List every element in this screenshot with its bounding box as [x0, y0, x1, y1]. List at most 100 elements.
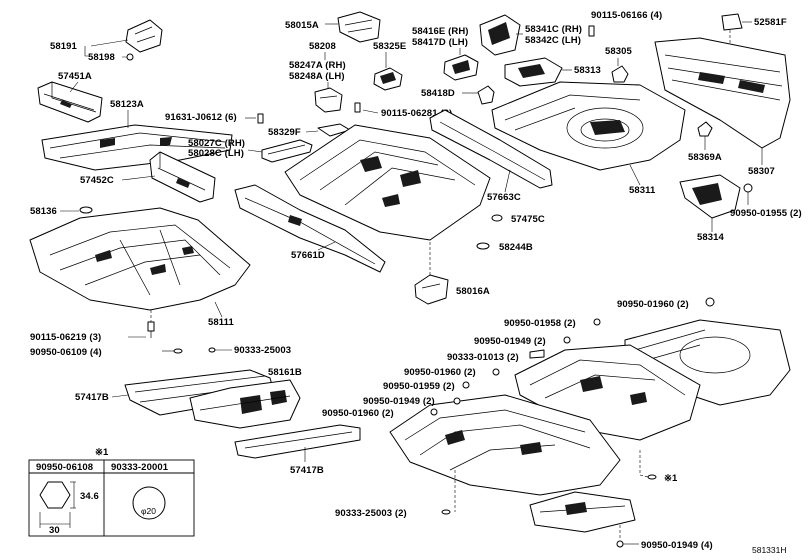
- callout-58027C: 58027C (RH): [188, 138, 245, 149]
- part-58369A-bracket: [697, 121, 713, 137]
- part-90950-01949-plug-a: [563, 336, 571, 344]
- part-90950-01960-plug-b: [492, 368, 500, 376]
- callout-58161B: 58161B: [268, 367, 302, 378]
- table-header-90333-20001: 90333-20001: [111, 462, 169, 473]
- callout-58248A: 58248A (LH): [289, 71, 345, 82]
- part-90115-06166-bolt: [588, 25, 595, 37]
- callout-58341C: 58341C (RH): [525, 24, 582, 35]
- part-57452C-bracket: [149, 151, 216, 203]
- part-90950-06109-plug: [173, 348, 183, 354]
- part-58325E-plate: [373, 67, 403, 91]
- callout-90333-25003-a: 90333-25003: [234, 345, 291, 356]
- table-note-star1: ※1: [95, 447, 109, 458]
- callout-58247A: 58247A (RH): [289, 60, 346, 71]
- callout-58342C: 58342C (LH): [525, 35, 581, 46]
- part-58418D-bracket: [477, 85, 495, 105]
- callout-90950-01949-a: 90950-01949 (2): [474, 336, 546, 347]
- callout-57452C: 57452C: [80, 175, 114, 186]
- callout-58016A: 58016A: [456, 286, 490, 297]
- callout-90115-06219: 90115-06219 (3): [30, 332, 101, 343]
- callout-90950-01949-b: 90950-01949 (2): [363, 396, 435, 407]
- callout-90950-01955: 90950-01955 (2): [730, 208, 802, 219]
- callout-57661D: 57661D: [291, 250, 325, 261]
- part-90950-01949-plug-c: [616, 540, 624, 548]
- part-57663C-member: [429, 109, 553, 189]
- part-57475C-plug: [491, 214, 503, 222]
- callout-91631-J0612: 91631-J0612 (6): [165, 112, 237, 123]
- part-57661D-side-member: [234, 184, 386, 273]
- part-57417B-rocker-upper: [124, 369, 276, 416]
- part-90950-01959-plug: [462, 381, 470, 389]
- callout-58314: 58314: [697, 232, 725, 243]
- callout-52581F: 52581F: [754, 17, 787, 28]
- callout-90333-25003-b: 90333-25003 (2): [335, 508, 407, 519]
- part-52581F-cover: [721, 13, 743, 31]
- part-58136-plug: [79, 206, 93, 214]
- part-90333-25003-plug-b: [441, 509, 451, 515]
- part-58341C-bracket: [479, 14, 521, 56]
- callout-58369A: 58369A: [688, 152, 722, 163]
- part-58244B-plug: [476, 242, 490, 250]
- part-58123A-rail: [41, 124, 233, 171]
- callout-58123A: 58123A: [110, 99, 144, 110]
- part-90950-01960-plug-c: [430, 408, 438, 416]
- part-58305-bracket: [611, 65, 629, 83]
- callout-90950-01960-c: 90950-01960 (2): [322, 408, 394, 419]
- callout-58311: 58311: [629, 185, 656, 196]
- part-58161B-member: [189, 379, 301, 429]
- part-star1-plug: [647, 474, 657, 480]
- part-58191-bracket: [125, 19, 163, 61]
- callout-58418D: 58418D: [421, 88, 455, 99]
- part-90115-06281-bolt: [354, 102, 361, 113]
- part-lower-cross-brace: [529, 491, 636, 533]
- callout-58305: 58305: [605, 46, 633, 57]
- callout-58325E: 58325E: [373, 41, 406, 52]
- callout-58111: 58111: [208, 317, 234, 328]
- part-90950-01949-plug-b: [453, 397, 461, 405]
- fastener-spec-table: ※1 90950-06108 90333-20001 34.6 30 φ20: [28, 447, 195, 537]
- callout-58329F: 58329F: [268, 127, 301, 138]
- part-58314-bracket: [679, 174, 741, 219]
- part-58307-rear-panel: [654, 37, 791, 149]
- part-center-floor-panel: [284, 124, 491, 241]
- callout-57417B-a: 57417B: [75, 392, 109, 403]
- part-58111-front-floor-pan: [29, 207, 251, 311]
- part-58016A-bracket: [414, 274, 449, 305]
- dim-width: 30: [49, 525, 60, 536]
- plug-size: φ20: [141, 506, 156, 516]
- part-58313-bracket: [504, 57, 563, 87]
- callout-57663C: 57663C: [487, 192, 521, 203]
- callout-57417B-b: 57417B: [290, 465, 324, 476]
- callout-90115-06166: 90115-06166 (4): [591, 10, 662, 21]
- callout-90115-06281: 90115-06281 (2): [381, 108, 452, 119]
- dim-height: 34.6: [80, 491, 99, 502]
- callout-90950-01960-b: 90950-01960 (2): [404, 367, 476, 378]
- part-90950-01955-plug: [743, 183, 753, 193]
- part-90950-01958-plug: [593, 318, 601, 326]
- callout-90950-01949-c: 90950-01949 (4): [641, 540, 713, 551]
- table-header-90950-06108: 90950-06108: [36, 462, 93, 473]
- diagram-id: 581331H: [752, 545, 787, 555]
- part-90333-25003-plug-a: [208, 347, 216, 353]
- hex-plug-icon: [39, 481, 71, 509]
- part-lower-front-floor-pan: [389, 394, 621, 496]
- callout-90950-01959: 90950-01959 (2): [383, 381, 455, 392]
- callout-57451A: 57451A: [58, 71, 92, 82]
- callout-58198: 58198: [88, 52, 115, 63]
- callout-58136: 58136: [30, 206, 57, 217]
- callout-58417D: 58417D (LH): [412, 37, 468, 48]
- round-plug-icon: [132, 486, 166, 520]
- part-90333-01013-plug: [529, 349, 545, 359]
- part-90950-01960-plug-a: [705, 297, 715, 307]
- callout-58244B: 58244B: [499, 242, 533, 253]
- part-90115-06219-bolt: [147, 321, 155, 338]
- part-58416E-bracket: [443, 54, 479, 81]
- part-58247A-bracket: [314, 87, 343, 113]
- callout-90950-06109: 90950-06109 (4): [30, 347, 102, 358]
- callout-58015A: 58015A: [285, 20, 319, 31]
- part-58311-rear-floor-pan: [491, 81, 686, 171]
- callout-57475C: 57475C: [511, 214, 545, 225]
- callout-58313: 58313: [574, 65, 601, 76]
- part-58015A-bracket: [337, 11, 381, 43]
